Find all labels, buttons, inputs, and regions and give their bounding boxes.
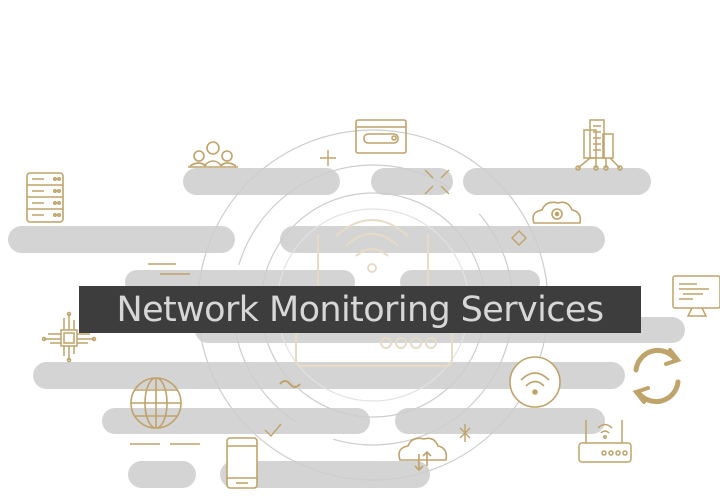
team-icon (188, 141, 238, 168)
globe-icon (130, 377, 182, 429)
smartphone-icon (226, 437, 258, 489)
server-rack-icon (26, 172, 64, 223)
wifi-router-icon (578, 420, 632, 463)
decorative-marks (130, 150, 527, 445)
sync-arrows-icon (632, 348, 682, 404)
cloud-transfer-icon (398, 437, 448, 472)
microchip-icon (41, 311, 97, 363)
cloud-gear-icon (532, 201, 582, 224)
wifi-circle-icon (509, 356, 561, 408)
title-banner: Network Monitoring Services (79, 286, 641, 333)
monitor-code-icon (672, 275, 720, 317)
office-buildings-icon (575, 119, 623, 171)
browser-window-icon (355, 119, 407, 154)
page-title: Network Monitoring Services (116, 289, 605, 330)
